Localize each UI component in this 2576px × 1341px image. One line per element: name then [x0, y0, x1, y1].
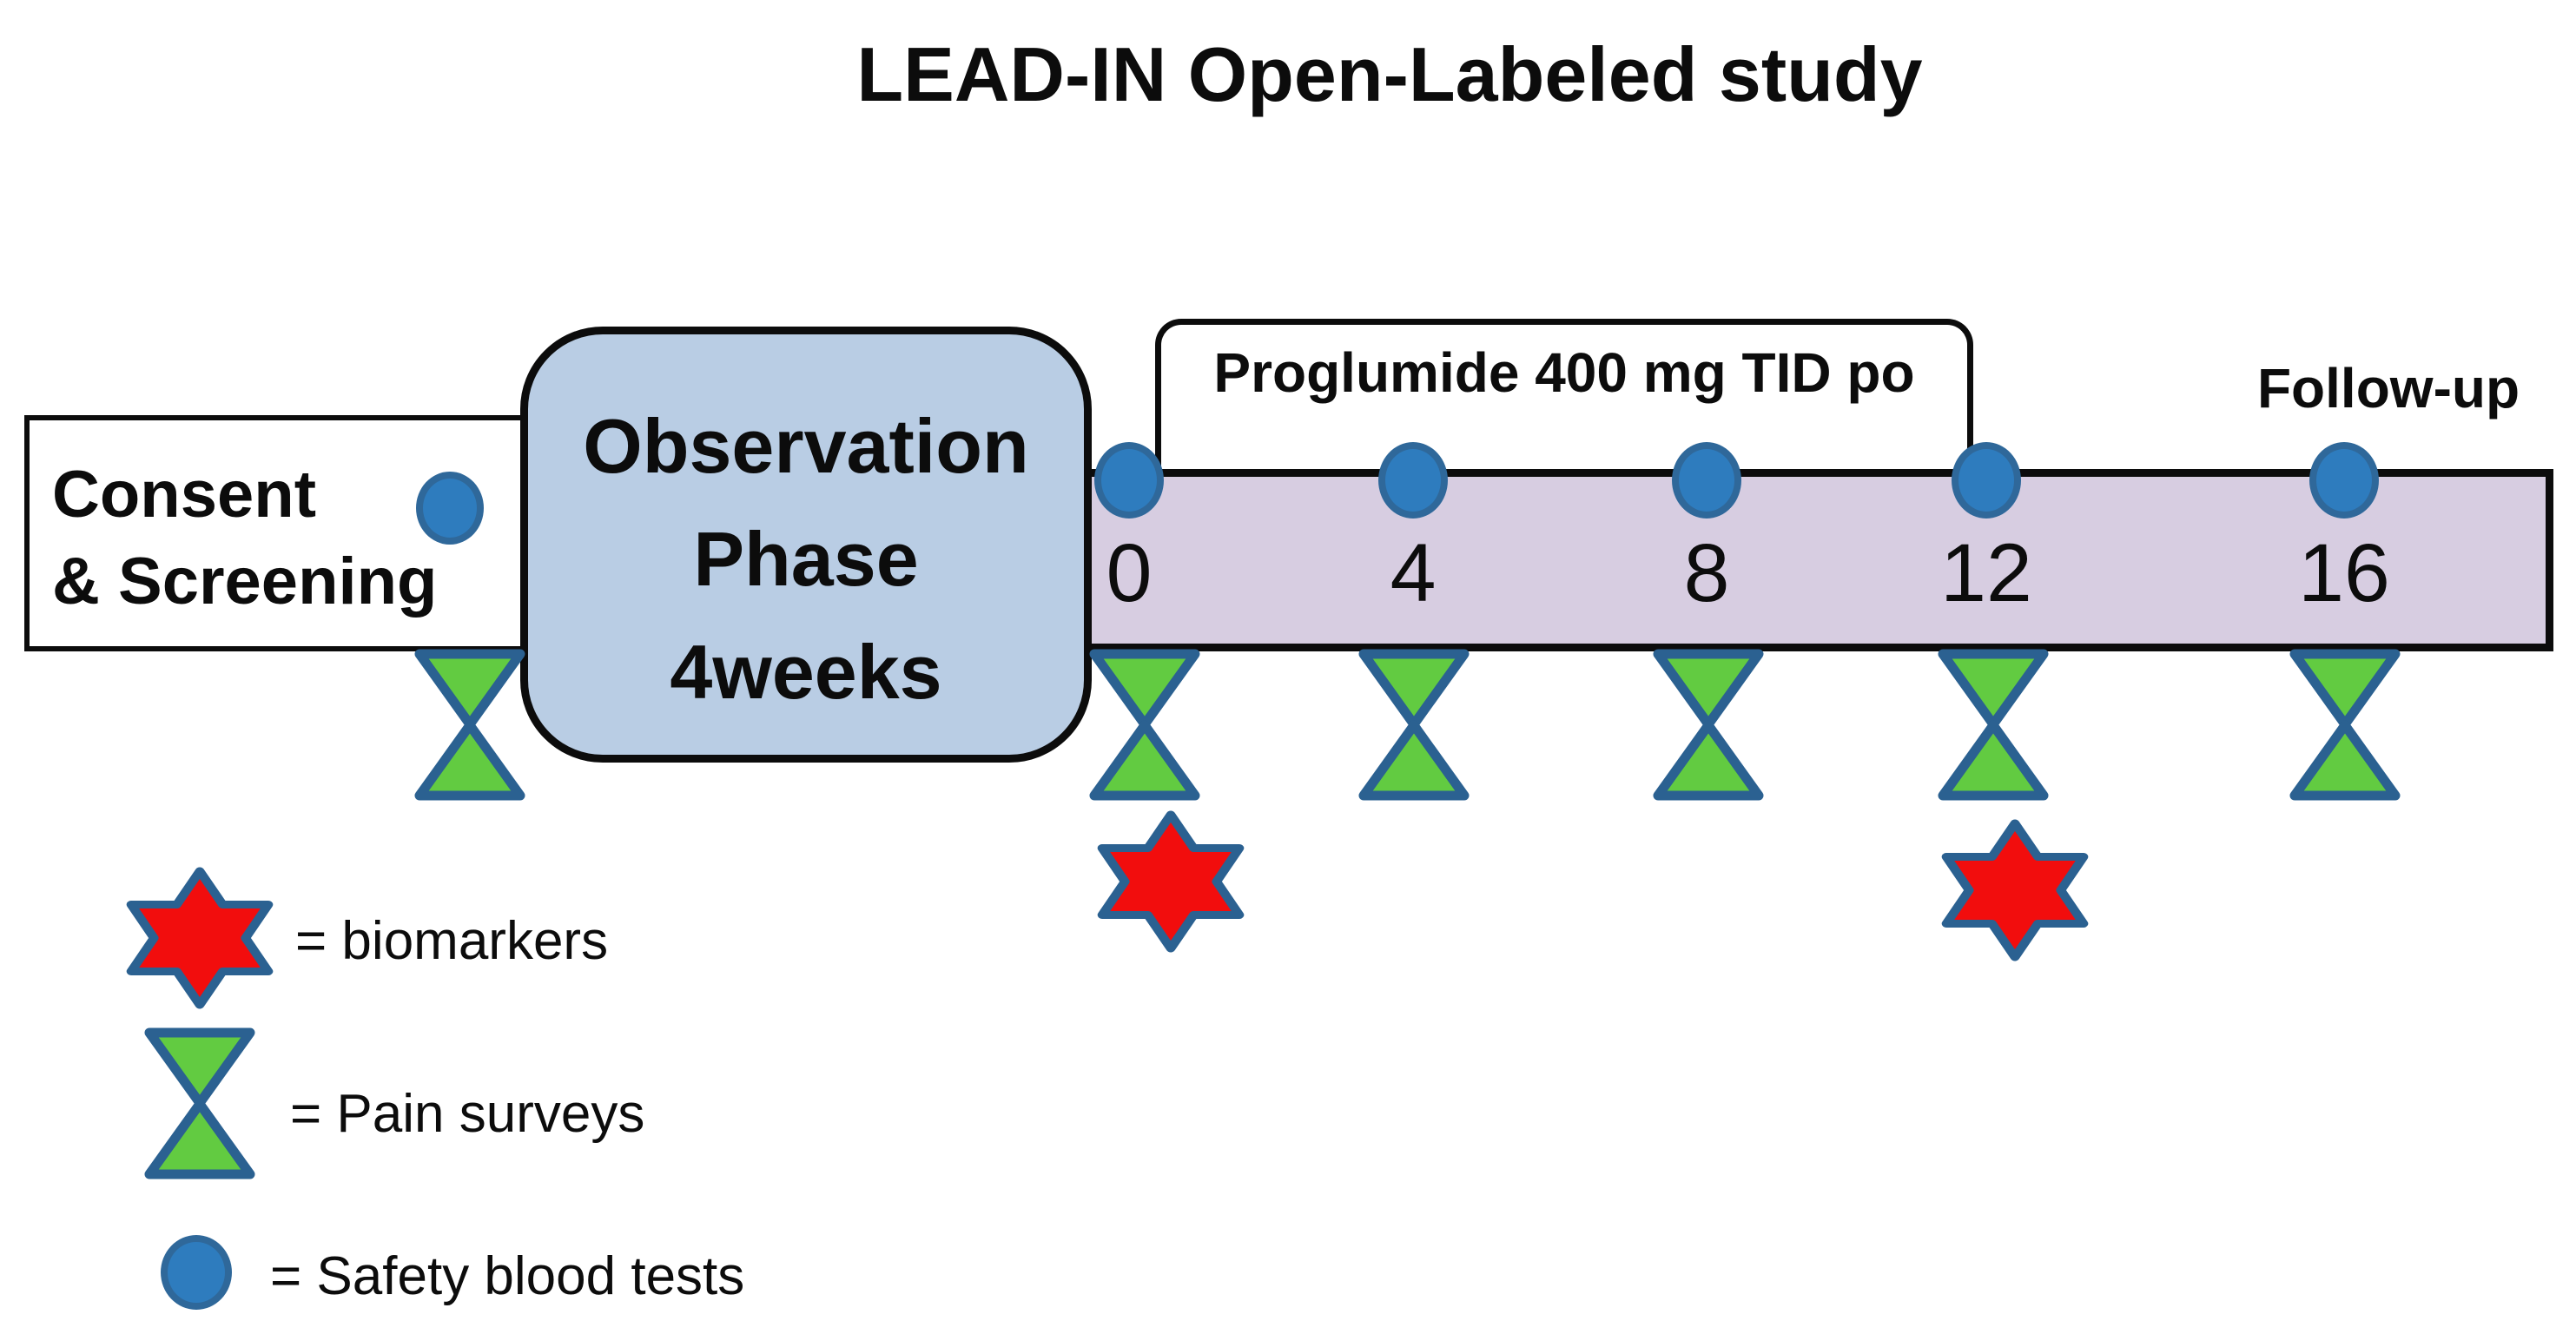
safety-blood-test-icon	[1094, 442, 1164, 519]
diagram-title: LEAD-IN Open-Labeled study	[856, 31, 1923, 117]
pain-survey-icon	[414, 649, 525, 801]
treatment-duration-bracket: Proglumide 400 mg TID po	[1155, 319, 1973, 469]
observation-phase-box: Observation Phase 4weeks	[520, 327, 1092, 763]
pain-survey-icon	[144, 1027, 255, 1179]
followup-label: Follow-up	[2256, 357, 2520, 419]
biomarker-icon	[126, 867, 274, 1009]
observation-line2: Phase	[693, 516, 919, 602]
legend-biomarkers-label: = biomarkers	[295, 911, 609, 971]
biomarker-icon	[1941, 819, 2089, 961]
consent-line1: Consent	[52, 458, 316, 532]
legend-pain-surveys-label: = Pain surveys	[290, 1084, 645, 1144]
pain-survey-icon	[1653, 649, 1764, 801]
treatment-timeline-bar	[999, 469, 2553, 651]
biomarker-icon	[1097, 810, 1245, 953]
consent-screening-label: Consent & Screening	[52, 452, 504, 625]
week-label-8: 8	[1683, 527, 1730, 619]
observation-line3: 4weeks	[670, 629, 942, 715]
week-label-0: 0	[1106, 527, 1153, 619]
consent-line2: & Screening	[52, 545, 438, 618]
safety-blood-test-icon	[1378, 442, 1448, 519]
week-label-4: 4	[1390, 527, 1437, 619]
safety-blood-test-icon	[2309, 442, 2379, 519]
safety-blood-test-icon	[1952, 442, 2021, 519]
week-label-16: 16	[2298, 527, 2390, 619]
observation-line1: Observation	[583, 403, 1029, 489]
pain-survey-icon	[1089, 649, 1200, 801]
pain-survey-icon	[1938, 649, 2049, 801]
observation-phase-label: Observation Phase 4weeks	[528, 390, 1084, 729]
safety-blood-test-icon	[416, 472, 484, 545]
week-label-12: 12	[1940, 527, 2032, 619]
treatment-label: Proglumide 400 mg TID po	[1213, 341, 1915, 404]
safety-blood-test-icon	[1672, 442, 1741, 519]
legend-safety-blood-tests-label: = Safety blood tests	[270, 1246, 745, 1306]
pain-survey-icon	[2289, 649, 2401, 801]
pain-survey-icon	[1358, 649, 1470, 801]
safety-blood-test-icon	[161, 1235, 232, 1310]
